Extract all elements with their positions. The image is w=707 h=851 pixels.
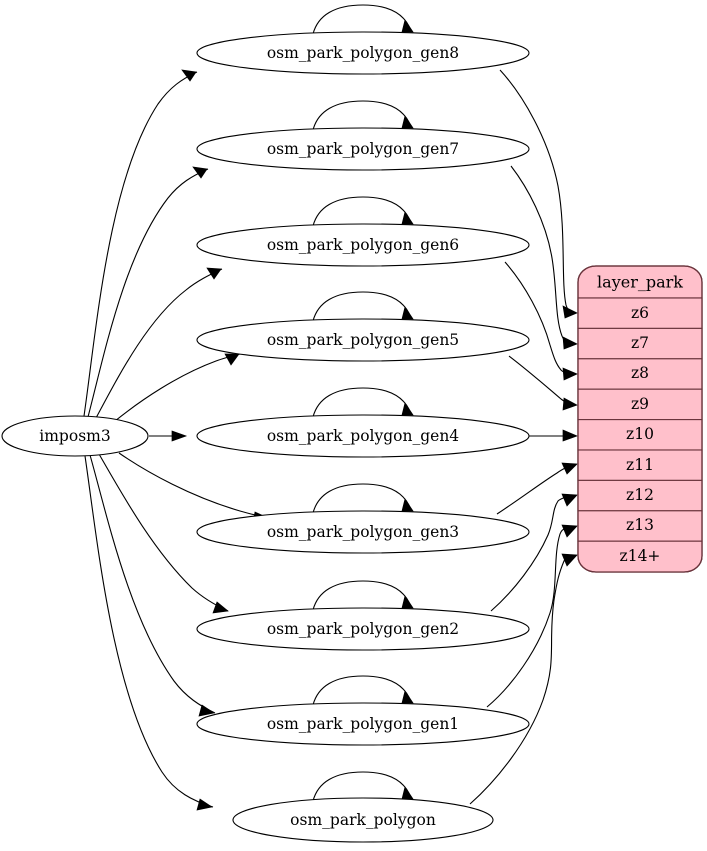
node-gen6[interactable]: osm_park_polygon_gen6 — [196, 223, 530, 267]
edge-self-gen6 — [312, 196, 414, 227]
node-imposm3[interactable]: imposm3 — [1, 415, 149, 457]
node-gen7[interactable]: osm_park_polygon_gen7 — [196, 127, 530, 171]
edge-self-gen3 — [312, 483, 414, 514]
table-row-z13-label: z13 — [626, 516, 654, 534]
edge-imposm3-to-gen6 — [95, 267, 223, 419]
edge-imposm3-to-gen4 — [149, 430, 188, 442]
edge-imposm3-to-gen7 — [87, 166, 209, 418]
base-ellipse[interactable] — [232, 797, 494, 843]
table-row-z9-label: z9 — [631, 395, 649, 413]
table-row-z6-label: z6 — [631, 304, 649, 322]
edge-self-gen8 — [312, 4, 414, 35]
table-row[interactable]: z14+ — [577, 540, 703, 573]
table-row-z11-cell[interactable] — [577, 449, 703, 481]
table-row[interactable]: z6 — [577, 297, 703, 329]
edge-gen5-to-z9 — [508, 355, 578, 411]
gen3-ellipse[interactable] — [196, 510, 530, 554]
gen3-label: osm_park_polygon_gen3 — [267, 523, 459, 541]
edge-group-renders — [469, 69, 578, 805]
edge-base-to-z14 — [469, 553, 578, 805]
node-gen8[interactable]: osm_park_polygon_gen8 — [196, 31, 530, 75]
gen8-label: osm_park_polygon_gen8 — [267, 44, 459, 62]
edge-self-gen4 — [312, 387, 414, 418]
table-row-z12-cell[interactable] — [577, 479, 703, 512]
table-row-z10-label: z10 — [626, 425, 654, 443]
table-row-z8-label: z8 — [631, 364, 649, 382]
edge-imposm3-to-base — [84, 455, 214, 811]
node-gen2[interactable]: osm_park_polygon_gen2 — [196, 607, 530, 651]
layer-park-table[interactable]: layer_park z6 z7 z8 z9 z10 — [577, 265, 703, 573]
imposm3-ellipse[interactable] — [1, 415, 149, 457]
table-row[interactable]: z7 — [577, 327, 703, 360]
gen6-ellipse[interactable] — [196, 223, 530, 267]
gen4-ellipse[interactable] — [196, 414, 530, 458]
edge-self-gen7 — [312, 100, 414, 131]
table-row-z12-label: z12 — [626, 486, 654, 504]
node-gen5[interactable]: osm_park_polygon_gen5 — [196, 318, 530, 362]
edge-gen3-to-z11 — [496, 462, 578, 515]
gen1-label: osm_park_polygon_gen1 — [267, 715, 459, 733]
edge-group-feeds — [83, 69, 269, 811]
edge-self-gen2 — [312, 580, 414, 611]
base-label: osm_park_polygon — [290, 811, 436, 829]
gen7-ellipse[interactable] — [196, 127, 530, 171]
imposm3-label: imposm3 — [39, 427, 110, 445]
edge-gen4-to-z10 — [529, 429, 578, 442]
node-gen3[interactable]: osm_park_polygon_gen3 — [196, 510, 530, 554]
gen5-ellipse[interactable] — [196, 318, 530, 362]
edge-gen7-to-z7 — [510, 165, 578, 350]
table-row-z7-cell[interactable] — [577, 327, 703, 360]
edge-gen1-to-z13 — [486, 524, 578, 708]
table-row[interactable]: z13 — [577, 510, 703, 542]
node-base[interactable]: osm_park_polygon — [232, 797, 494, 843]
gen2-label: osm_park_polygon_gen2 — [267, 620, 459, 638]
gen8-ellipse[interactable] — [196, 31, 530, 75]
edge-imposm3-to-gen3 — [118, 452, 269, 524]
gen4-label: osm_park_polygon_gen4 — [267, 427, 459, 445]
edge-imposm3-to-gen1 — [89, 454, 216, 717]
node-gen1[interactable]: osm_park_polygon_gen1 — [196, 702, 530, 746]
gen1-ellipse[interactable] — [196, 702, 530, 746]
table-row[interactable]: z8 — [577, 358, 703, 390]
table-row[interactable]: z11 — [577, 449, 703, 481]
gen6-label: osm_park_polygon_gen6 — [267, 236, 459, 254]
table-row-z13-cell[interactable] — [577, 510, 703, 542]
edge-self-gen5 — [312, 291, 414, 322]
table-row[interactable]: z10 — [577, 419, 703, 451]
table-row[interactable]: z9 — [577, 388, 703, 421]
gen7-label: osm_park_polygon_gen7 — [267, 140, 459, 158]
edge-self-gen1 — [312, 675, 414, 706]
edge-self-base — [312, 771, 414, 802]
table-row-z11-label: z11 — [626, 456, 654, 474]
table-outline — [577, 265, 703, 573]
edge-imposm3-to-gen8 — [83, 69, 198, 417]
table-header-label: layer_park — [597, 273, 683, 292]
edge-gen2-to-z12 — [490, 493, 578, 612]
edge-gen8-to-z6 — [499, 69, 578, 319]
gen2-ellipse[interactable] — [196, 607, 530, 651]
table-row-z14-label: z14+ — [620, 547, 661, 565]
edge-imposm3-to-gen2 — [98, 453, 229, 614]
table-row[interactable]: z12 — [577, 479, 703, 512]
gen5-label: osm_park_polygon_gen5 — [267, 331, 459, 349]
node-gen4[interactable]: osm_park_polygon_gen4 — [196, 414, 530, 458]
edge-imposm3-to-gen5 — [114, 353, 241, 422]
edge-group-self-loops — [312, 4, 414, 802]
edge-gen6-to-z8 — [504, 261, 578, 381]
table-row-z7-label: z7 — [631, 334, 649, 352]
